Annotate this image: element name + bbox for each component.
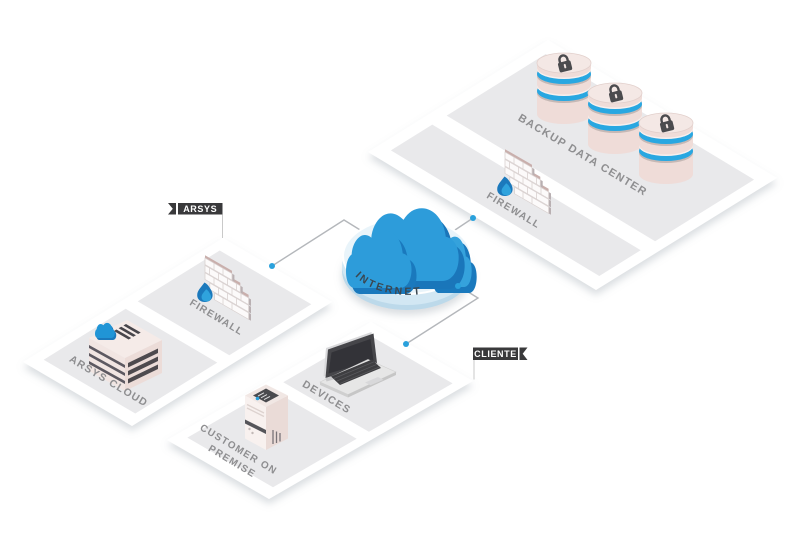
database-icon: [535, 51, 593, 126]
backup-firewall-panel: [390, 124, 641, 276]
arsys-badge-label: ARSYS: [183, 204, 217, 214]
internet-cloud: INTERNET: [342, 208, 477, 310]
connection-dot: [455, 283, 461, 289]
backup-zone: BACKUP DATA CENTER FIREWALL: [368, 40, 777, 290]
server-tower-icon: [245, 384, 288, 450]
grill-icon: [113, 324, 141, 340]
connection-dot: [403, 341, 409, 347]
server-stack-icon: [89, 320, 162, 391]
connection-dots: [269, 215, 476, 347]
arsys-badge: ARSYS: [168, 203, 223, 238]
badge-ribbon-tail: [168, 203, 176, 215]
database-icon: [586, 81, 644, 156]
connection-dot: [269, 263, 275, 269]
power-led: [255, 396, 260, 401]
cliente-badge-label: CLIENTE: [474, 349, 517, 359]
badge-body: [473, 347, 518, 360]
badge-ribbon-tail: [519, 347, 528, 360]
badge-body: [178, 203, 223, 215]
connection-dot: [470, 215, 476, 221]
cliente-badge: CLIENTE: [473, 347, 528, 380]
laptop-icon: [319, 332, 397, 398]
arsys-zone: FIREWALL ARSYS CLOUD: [23, 238, 332, 426]
database-icon: [637, 111, 695, 186]
